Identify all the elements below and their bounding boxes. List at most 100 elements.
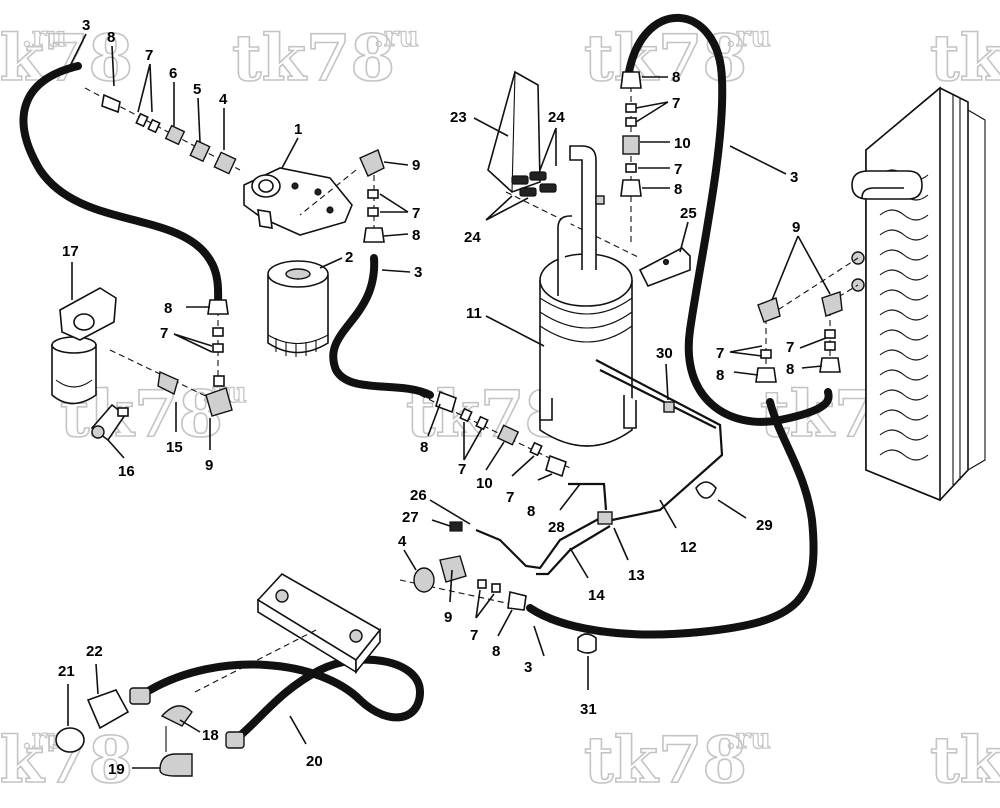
callout-7: 7 bbox=[786, 339, 794, 356]
callout-12: 12 bbox=[680, 539, 697, 556]
condenser-coil bbox=[851, 86, 986, 502]
callout-3: 3 bbox=[790, 169, 798, 186]
callout-20: 20 bbox=[306, 753, 323, 770]
callout-7: 7 bbox=[458, 461, 466, 478]
callout-8: 8 bbox=[786, 361, 794, 378]
fittings-right bbox=[755, 257, 859, 383]
watermark-text: tk78 bbox=[930, 21, 1000, 96]
callout-8: 8 bbox=[674, 181, 682, 198]
fittings-filter-right bbox=[299, 149, 385, 243]
watermark-suffix: .ru bbox=[726, 722, 771, 755]
watermark-text: tk78 bbox=[584, 723, 747, 798]
receiver-tank bbox=[539, 145, 637, 447]
callout-8: 8 bbox=[492, 643, 500, 660]
callout-28: 28 bbox=[548, 519, 565, 536]
fuel-filter bbox=[267, 260, 329, 357]
callout-18: 18 bbox=[202, 727, 219, 744]
callout-7: 7 bbox=[160, 325, 168, 342]
callout-4: 4 bbox=[398, 533, 407, 550]
callout-7: 7 bbox=[674, 161, 682, 178]
callout-22: 22 bbox=[86, 643, 103, 660]
fittings-left bbox=[109, 299, 233, 417]
callout-7: 7 bbox=[412, 205, 420, 222]
callout-10: 10 bbox=[476, 475, 493, 492]
callout-7: 7 bbox=[470, 627, 478, 644]
callout-8: 8 bbox=[716, 367, 724, 384]
cap-27 bbox=[449, 521, 463, 532]
callout-10: 10 bbox=[674, 135, 691, 152]
callout-7: 7 bbox=[506, 489, 514, 506]
callout-2: 2 bbox=[345, 249, 353, 266]
watermark-text: tk78 bbox=[0, 21, 133, 96]
callout-8: 8 bbox=[164, 300, 172, 317]
callout-8: 8 bbox=[412, 227, 420, 244]
tubes-center bbox=[449, 359, 724, 576]
hoses bbox=[19, 13, 833, 744]
callout-7: 7 bbox=[145, 47, 153, 64]
callout-labels: 3 8 7 6 5 4 1 9 7 8 2 3 17 8 7 16 15 9 2… bbox=[58, 17, 800, 778]
callout-30: 30 bbox=[656, 345, 673, 362]
fittings-top-left bbox=[84, 87, 241, 175]
callout-23: 23 bbox=[450, 109, 467, 126]
fittings-center bbox=[419, 390, 571, 478]
callout-16: 16 bbox=[118, 463, 135, 480]
hose-3 bbox=[526, 398, 818, 639]
tee-fitting bbox=[597, 511, 613, 525]
callout-27: 27 bbox=[402, 509, 419, 526]
callout-3: 3 bbox=[524, 659, 532, 676]
clamps-24 bbox=[505, 171, 641, 259]
callout-26: 26 bbox=[410, 487, 427, 504]
callout-13: 13 bbox=[628, 567, 645, 584]
callout-9: 9 bbox=[792, 219, 800, 236]
watermark-suffix: .ru bbox=[22, 20, 67, 53]
mounting-plate bbox=[194, 572, 382, 693]
callout-9: 9 bbox=[412, 157, 420, 174]
hose-20 bbox=[146, 655, 424, 744]
callout-3: 3 bbox=[414, 264, 422, 281]
callout-24: 24 bbox=[548, 109, 565, 126]
callout-4: 4 bbox=[219, 91, 228, 108]
callout-15: 15 bbox=[166, 439, 183, 456]
watermark-suffix: .ru bbox=[374, 20, 419, 53]
leader-lines bbox=[67, 33, 831, 769]
watermark-text: tk78 bbox=[930, 723, 1000, 798]
grommet-30 bbox=[663, 401, 675, 413]
bottom-fittings bbox=[55, 687, 245, 777]
watermark-text: tk78 bbox=[232, 21, 395, 96]
callout-9: 9 bbox=[205, 457, 213, 474]
callout-6: 6 bbox=[169, 65, 177, 82]
callout-29: 29 bbox=[756, 517, 773, 534]
clamp-31 bbox=[577, 633, 597, 654]
callout-5: 5 bbox=[193, 81, 201, 98]
fuel-water-separator bbox=[51, 287, 117, 405]
callout-11: 11 bbox=[466, 305, 482, 322]
callout-19: 19 bbox=[108, 761, 125, 778]
callout-21: 21 bbox=[58, 663, 75, 680]
bracket-25 bbox=[638, 247, 691, 288]
pressure-switch bbox=[90, 403, 129, 442]
callout-25: 25 bbox=[680, 205, 697, 222]
callout-31: 31 bbox=[580, 701, 597, 718]
callout-8: 8 bbox=[420, 439, 428, 456]
hose-3 bbox=[329, 254, 434, 399]
callout-17: 17 bbox=[62, 243, 79, 260]
clamp-29 bbox=[695, 481, 717, 499]
callout-24: 24 bbox=[464, 229, 481, 246]
fittings-top-center bbox=[620, 71, 642, 242]
callout-9: 9 bbox=[444, 609, 452, 626]
callout-7: 7 bbox=[672, 95, 680, 112]
bracket-23 bbox=[487, 70, 541, 193]
callout-8: 8 bbox=[672, 69, 680, 86]
watermark-suffix: .ru bbox=[726, 20, 771, 53]
callout-1: 1 bbox=[294, 121, 302, 138]
callout-3: 3 bbox=[82, 17, 90, 34]
hose-3 bbox=[19, 62, 223, 309]
condenser-fins bbox=[879, 169, 929, 461]
fittings-lower bbox=[399, 555, 597, 654]
callout-14: 14 bbox=[588, 587, 605, 604]
filter-head bbox=[243, 167, 353, 236]
callout-7: 7 bbox=[716, 345, 724, 362]
callout-8: 8 bbox=[107, 29, 115, 46]
callout-8: 8 bbox=[527, 503, 535, 520]
